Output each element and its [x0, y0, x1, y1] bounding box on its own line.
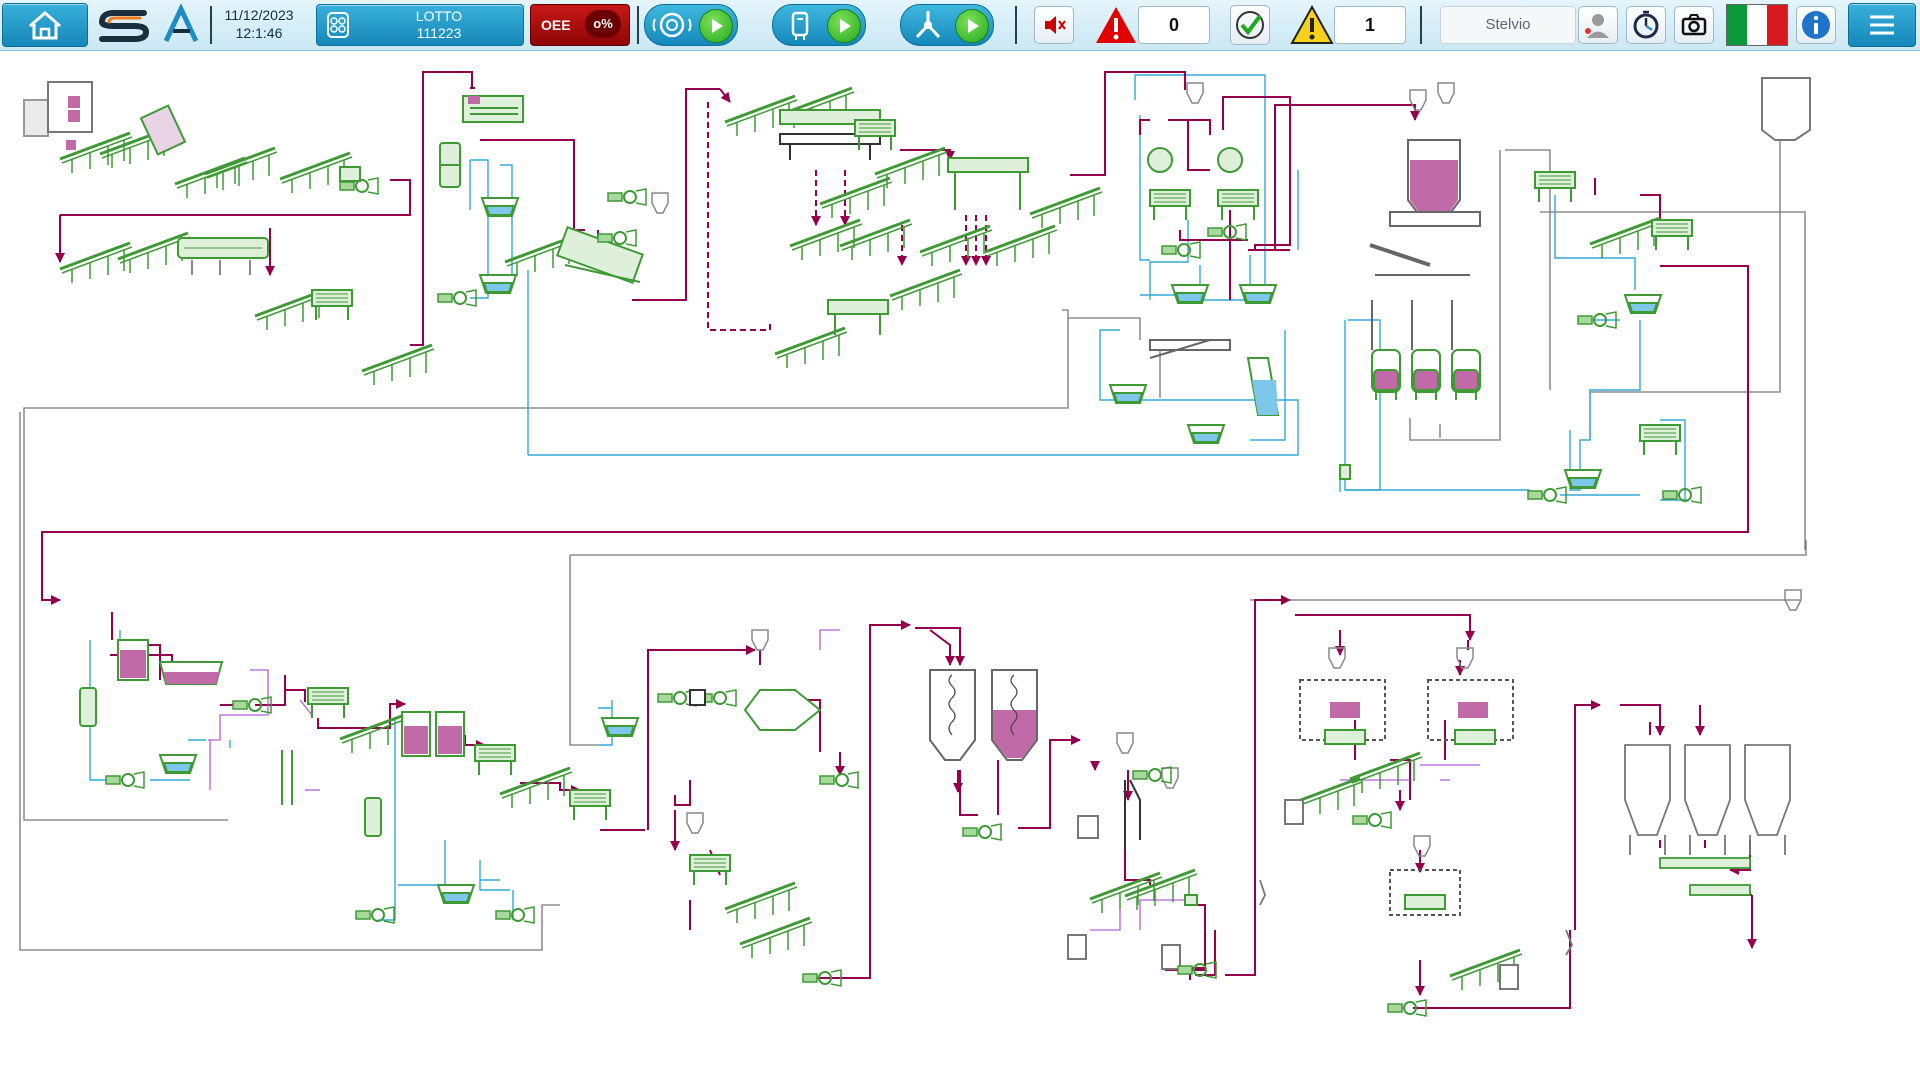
equipment-top-left	[23, 81, 436, 387]
camera-icon	[1681, 14, 1707, 36]
service-lines	[19, 112, 1807, 951]
warning-count: 1	[1334, 6, 1406, 44]
company-logo-a	[160, 3, 202, 46]
equipment-wash	[437, 95, 669, 307]
warning-indicator[interactable]: 1	[1290, 4, 1408, 46]
start-line3-button[interactable]	[955, 9, 989, 43]
oee-label: OEE	[541, 17, 571, 33]
stopwatch-icon	[1633, 10, 1659, 39]
oee-button[interactable]: OEE o%	[530, 4, 630, 46]
user-name-field[interactable]: Stelvio	[1440, 6, 1576, 44]
water-lines	[89, 74, 1688, 921]
play-icon	[712, 19, 723, 33]
tank-icon	[791, 11, 809, 40]
checklist-icon	[1236, 11, 1264, 39]
product-lines	[41, 71, 1757, 1009]
equipment-steam	[1109, 82, 1280, 444]
info-button[interactable]	[1796, 6, 1836, 44]
wash-cycle-icon	[652, 12, 692, 38]
equipment-silos	[929, 669, 1217, 979]
start-line2-button[interactable]	[827, 9, 861, 43]
date-text: 11/12/2023	[224, 7, 294, 23]
alarm-indicator[interactable]: 0	[1094, 4, 1212, 46]
equipment-cutting	[723, 86, 1104, 370]
equipment-storage	[1339, 77, 1811, 480]
screenshot-button[interactable]	[1674, 6, 1714, 44]
batch-icon	[327, 12, 349, 38]
line2-control[interactable]	[772, 4, 866, 46]
process-diagram	[19, 71, 1811, 1017]
lotto-button[interactable]: LOTTO 111223	[316, 4, 524, 46]
alarm-triangle-icon	[1096, 7, 1136, 43]
secondary-lines	[208, 629, 1480, 931]
menu-button[interactable]	[1848, 3, 1916, 47]
equipment-final-silos	[1259, 589, 1802, 956]
toolbar-separator	[1015, 6, 1017, 44]
user-avatar-icon	[1585, 14, 1609, 38]
play-icon	[840, 19, 851, 33]
toolbar-separator	[637, 6, 639, 44]
equipment-middle-left	[79, 639, 639, 924]
warning-triangle-icon	[1290, 4, 1334, 44]
italian-flag-icon	[1727, 5, 1787, 45]
info-icon	[1802, 11, 1830, 39]
lotto-label: LOTTO	[415, 8, 463, 24]
start-line1-button[interactable]	[699, 9, 733, 43]
equipment-middle	[657, 629, 859, 987]
toolbar-separator	[210, 6, 212, 44]
company-logo-s	[94, 4, 154, 46]
line3-control[interactable]	[900, 4, 994, 46]
oee-value: o%	[585, 10, 621, 38]
hamburger-menu-icon	[1870, 15, 1894, 35]
datetime-display: 11/12/2023 12:1:46	[214, 6, 304, 44]
play-icon	[968, 19, 979, 33]
home-icon	[29, 11, 61, 40]
language-button[interactable]	[1726, 4, 1788, 46]
home-button[interactable]	[2, 3, 88, 47]
equipment-right-lower	[1284, 647, 1524, 1017]
splitter-icon	[915, 11, 941, 39]
lotto-value: 111223	[416, 25, 462, 41]
mute-button[interactable]	[1034, 6, 1074, 44]
time-text: 12:1:46	[235, 25, 283, 41]
speaker-muted-icon	[1045, 16, 1066, 34]
checklist-button[interactable]	[1230, 5, 1270, 45]
equipment-right	[1527, 171, 1702, 504]
line1-control[interactable]	[644, 4, 738, 46]
toolbar-separator	[1420, 6, 1422, 44]
top-toolbar: 11/12/2023 12:1:46 LOTTO 111223 OEE o%	[0, 0, 1920, 51]
timer-button[interactable]	[1626, 6, 1666, 44]
alarm-count: 0	[1138, 6, 1210, 44]
user-button[interactable]	[1578, 6, 1618, 44]
